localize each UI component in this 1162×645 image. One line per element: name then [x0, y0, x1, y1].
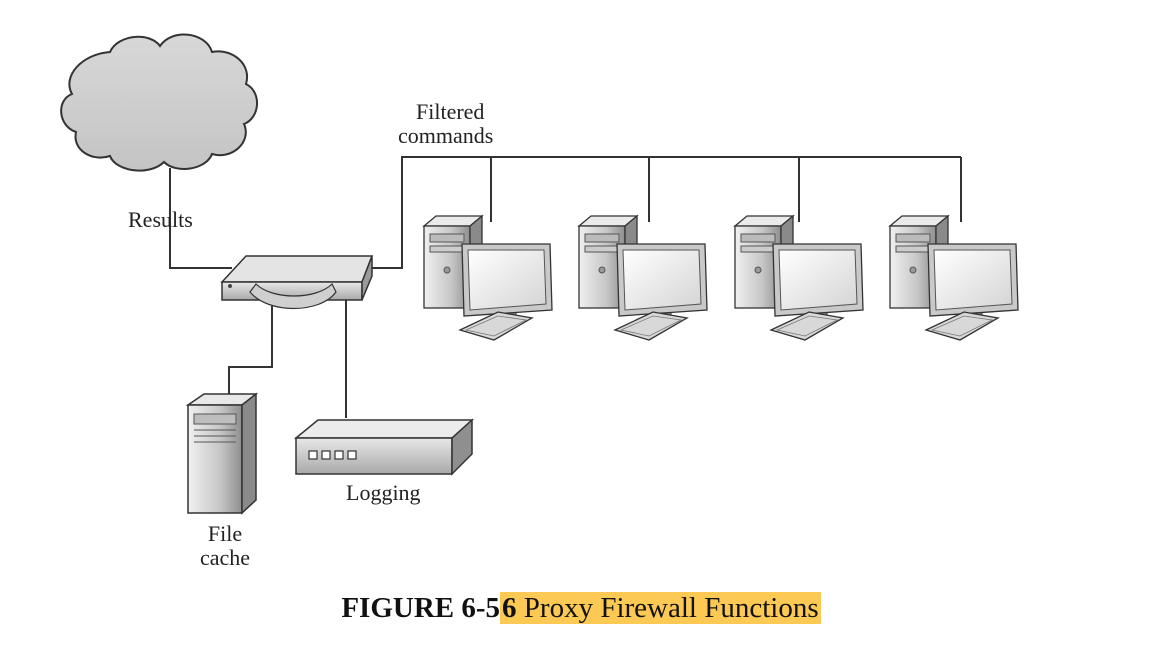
- file-cache-line2: cache: [199, 545, 251, 570]
- results-label: Results: [128, 207, 193, 232]
- filtered-label-line2: commands: [398, 123, 494, 148]
- connection-lines: [169, 156, 962, 418]
- server-tower-icon: [185, 392, 259, 515]
- desktop-computer-icon: [889, 215, 1019, 341]
- figure-title: Proxy Firewall Functions: [516, 592, 819, 624]
- caption-highlight: 6 Proxy Firewall Functions: [500, 592, 821, 624]
- router-icon: [220, 255, 374, 309]
- figure-number-highlight-digit: 6: [502, 592, 517, 624]
- cloud-icon: [60, 33, 258, 172]
- file-cache-line1: File: [207, 521, 243, 546]
- filtered-commands-label: Filtered commands: [398, 100, 493, 148]
- network-appliance-icon: [293, 418, 474, 476]
- desktop-computer-icon: [734, 215, 864, 341]
- proxy-to-lan-line: [370, 156, 961, 269]
- proxy-to-cache-line: [228, 306, 273, 395]
- file-cache-label: File cache: [190, 522, 260, 570]
- desktop-computer-icon: [578, 215, 708, 341]
- desktop-computer-icon: [422, 214, 553, 341]
- figure-caption: FIGURE 6-56 Proxy Firewall Functions: [0, 592, 1162, 625]
- filtered-label-line1: Filtered: [416, 99, 485, 124]
- cloud-to-proxy-line: [169, 168, 232, 269]
- figure-number: FIGURE 6-5: [341, 592, 501, 624]
- logging-label: Logging: [346, 480, 421, 505]
